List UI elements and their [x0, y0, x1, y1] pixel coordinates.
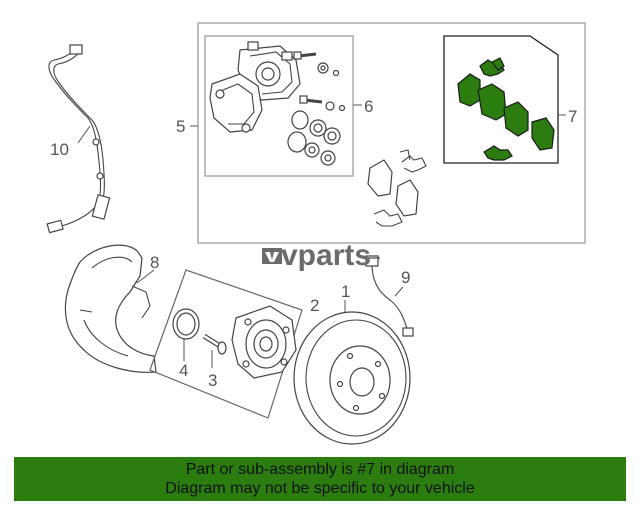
hub-group-box [149, 269, 303, 419]
logo-text: vparts [281, 239, 371, 272]
callout-2: 2 [310, 296, 319, 315]
snap-ring [172, 308, 200, 340]
callout-3: 3 [208, 371, 217, 390]
brake-hose [364, 255, 414, 337]
abs-sensor-wire [46, 44, 111, 234]
banner-line-2: Diagram may not be specific to your vehi… [165, 480, 475, 497]
callout-7: 7 [568, 107, 577, 126]
vparts-logo: vparts [262, 239, 371, 272]
brake-parts-diagram: 5 6 7 10 8 9 2 1 4 3 [46, 22, 586, 445]
hub-bolt [202, 333, 227, 355]
banner-line-1: Part or sub-assembly is #7 in diagram [185, 461, 455, 478]
dust-shield [64, 244, 157, 373]
callout-9: 9 [401, 268, 410, 287]
pad-kit-box [443, 35, 559, 164]
pad-outline-parts [367, 149, 427, 227]
callout-4: 4 [179, 361, 188, 380]
callout-8: 8 [150, 253, 159, 272]
caliper-hardware [287, 51, 346, 166]
brake-pad-kit [457, 57, 555, 161]
callout-1: 1 [341, 282, 350, 301]
callout-10: 10 [50, 140, 69, 159]
callout-5: 5 [176, 117, 185, 136]
wheel-hub [231, 305, 297, 379]
info-banner: Part or sub-assembly is #7 in diagram Di… [14, 457, 626, 501]
callout-6: 6 [364, 97, 373, 116]
caliper-body [209, 41, 301, 133]
caliper-assembly-box [197, 22, 586, 244]
caliper-kit-box [204, 35, 354, 177]
brake-disc [293, 311, 411, 445]
